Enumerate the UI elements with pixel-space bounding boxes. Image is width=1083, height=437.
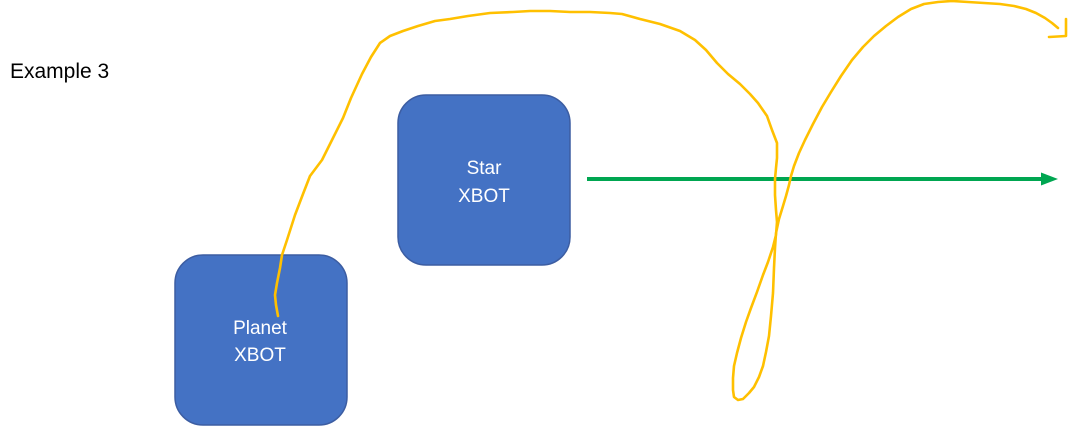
node-star-xbot-label-line2: XBOT bbox=[458, 186, 510, 207]
example-title: Example 3 bbox=[10, 60, 109, 83]
yellow-freehand-arrow[interactable] bbox=[273, 0, 1068, 402]
node-planet-xbot-shape[interactable] bbox=[174, 254, 348, 426]
green-arrowhead-icon bbox=[1041, 172, 1058, 186]
yellow-freehand-arrow-path[interactable] bbox=[273, 0, 1060, 402]
node-planet-xbot-label-line2: XBOT bbox=[234, 345, 286, 366]
node-planet-xbot-label-line1: Planet bbox=[233, 318, 288, 339]
node-star-xbot[interactable]: Star XBOT bbox=[397, 94, 571, 266]
green-straight-arrow[interactable] bbox=[587, 172, 1058, 186]
yellow-arrowhead-icon bbox=[1047, 17, 1068, 39]
node-star-xbot-shape[interactable] bbox=[397, 94, 571, 266]
node-planet-xbot[interactable]: Planet XBOT bbox=[174, 254, 348, 426]
node-star-xbot-label-line1: Star bbox=[467, 158, 503, 179]
